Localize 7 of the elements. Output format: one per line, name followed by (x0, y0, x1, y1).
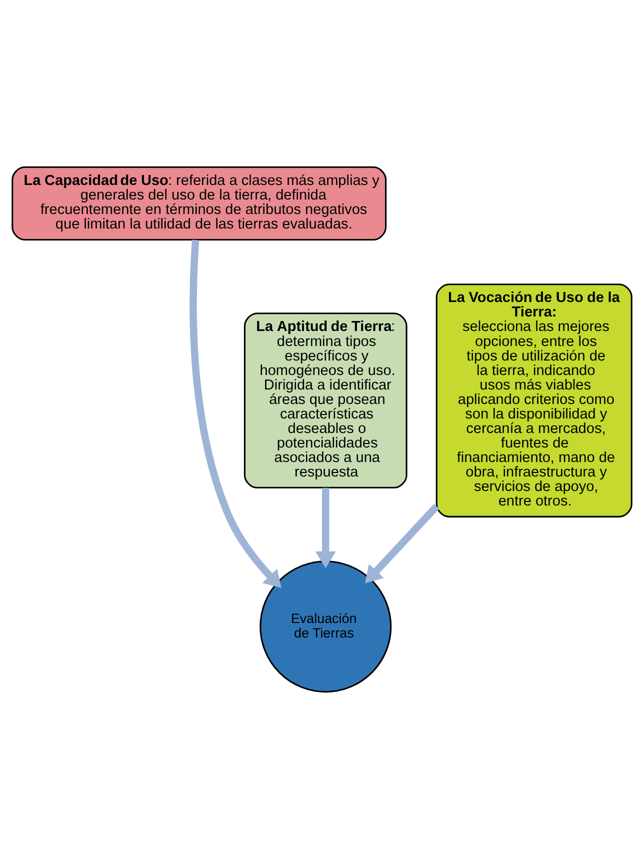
arrow (190, 239, 282, 588)
arrow (315, 487, 336, 568)
node-box: La Vocación de Uso de la Tierra: selecciona las mejores opciones, entre los tipos de utilización de la tierra, indicando usos más viables aplicando criterios como son la disponibilidad y cercanía a mercados, fuentes de financiamiento, mano de obra, infraestructura y servicios de apoyo, entre otros. (436, 283, 632, 517)
node-box: La Capacidad de Uso: referida a clases más amplias y generales del uso de la tierra, definida frecuentemente en términos de atributos negativos que limitan la utilidad de las tierras evaluadas. (12, 166, 387, 240)
arrow (365, 503, 440, 583)
node-box: La Aptitud de Tierra: determina tipos específicos y homogéneos de uso. Dirigida a identificar áreas que posean características deseables o potencialidades asociados a una respuesta (244, 312, 408, 488)
node-circle: Evaluación de Tierras (260, 560, 392, 692)
